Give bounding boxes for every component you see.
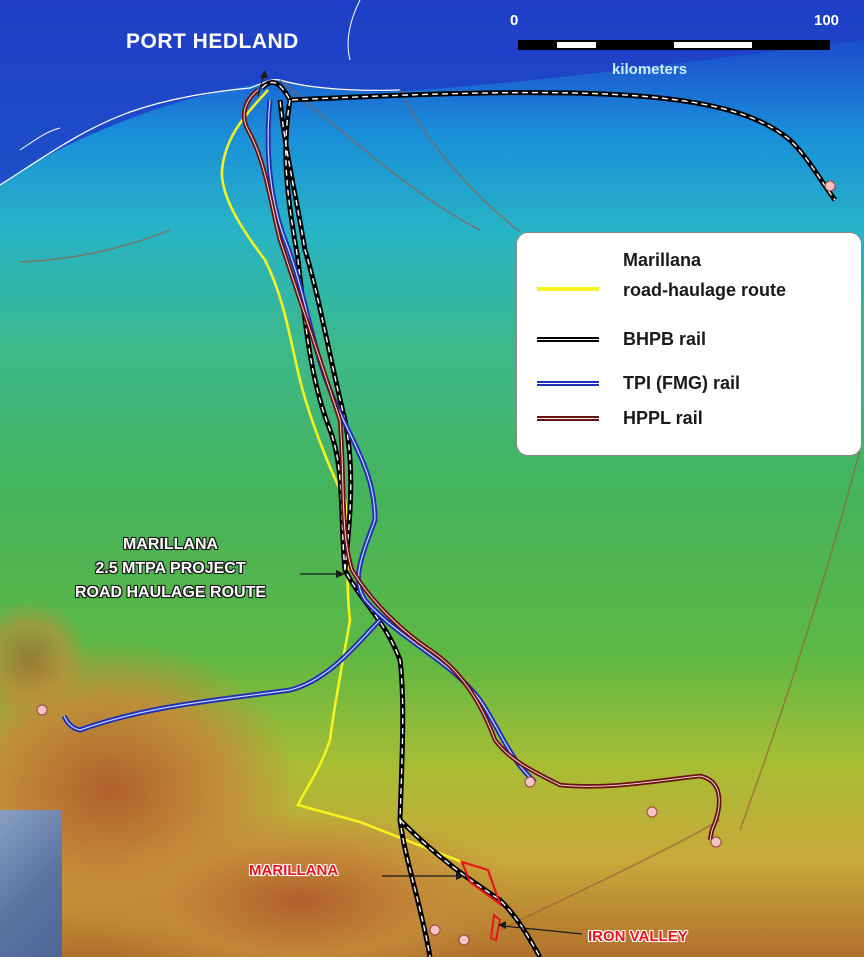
legend-swatch-tpi-fmg-rail	[537, 381, 599, 386]
scale-start-label: 0	[510, 12, 519, 29]
project-label-line1: MARILLANA	[122, 536, 219, 553]
mine-markers	[36, 180, 836, 946]
ranges-west	[0, 600, 90, 720]
legend-label-tpi-fmg-rail: TPI (FMG) rail	[623, 373, 740, 393]
legend-label-road-haulage-line1: Marillana	[623, 250, 702, 270]
marillana-project-outline	[460, 860, 503, 907]
legend-label-bhpb-rail: BHPB rail	[623, 329, 707, 349]
project-label: MARILLANA 2.5 MTPA PROJECT ROAD HAULAGE …	[38, 533, 303, 605]
tpi-fmg-rail	[61, 99, 537, 784]
mine-marker	[429, 924, 441, 936]
mine-marker	[458, 934, 470, 946]
mine-marker	[524, 776, 536, 788]
coastline-offshore	[19, 0, 361, 151]
inset-panel	[0, 810, 62, 957]
scale-bar	[518, 40, 830, 50]
mine-marker	[36, 704, 48, 716]
legend-swatch-hppl-rail	[537, 416, 599, 421]
mine-marker	[646, 806, 658, 818]
scale-end-label: 100	[814, 12, 840, 29]
road-haulage-route	[220, 89, 463, 864]
mine-marker	[824, 180, 836, 192]
legend: Marillana road-haulage route BHPB rail T…	[516, 232, 862, 456]
label-pointer-heads	[260, 70, 506, 929]
mine-marker	[710, 836, 722, 848]
coastline	[0, 79, 401, 186]
project-label-line3: ROAD HAULAGE ROUTE	[74, 584, 267, 601]
site-label-iron-valley: IRON VALLEY	[588, 928, 688, 945]
legend-swatch-bhpb-rail	[537, 337, 599, 342]
legend-swatch-road-haulage	[537, 287, 599, 291]
site-label-marillana: MARILLANA	[249, 862, 339, 879]
legend-label-hppl-rail: HPPL rail	[623, 408, 703, 428]
minor-roads	[19, 79, 861, 931]
project-label-line2: 2.5 MTPA PROJECT	[95, 560, 246, 577]
ranges-south	[80, 810, 520, 957]
iron-valley-outline	[489, 913, 502, 942]
scale-unit-label: kilometers	[612, 61, 688, 78]
map-title: PORT HEDLAND	[126, 30, 299, 53]
bhpb-rail	[260, 79, 838, 957]
legend-label-road-haulage-line2: road-haulage route	[623, 280, 787, 300]
hppl-rail	[241, 88, 722, 841]
